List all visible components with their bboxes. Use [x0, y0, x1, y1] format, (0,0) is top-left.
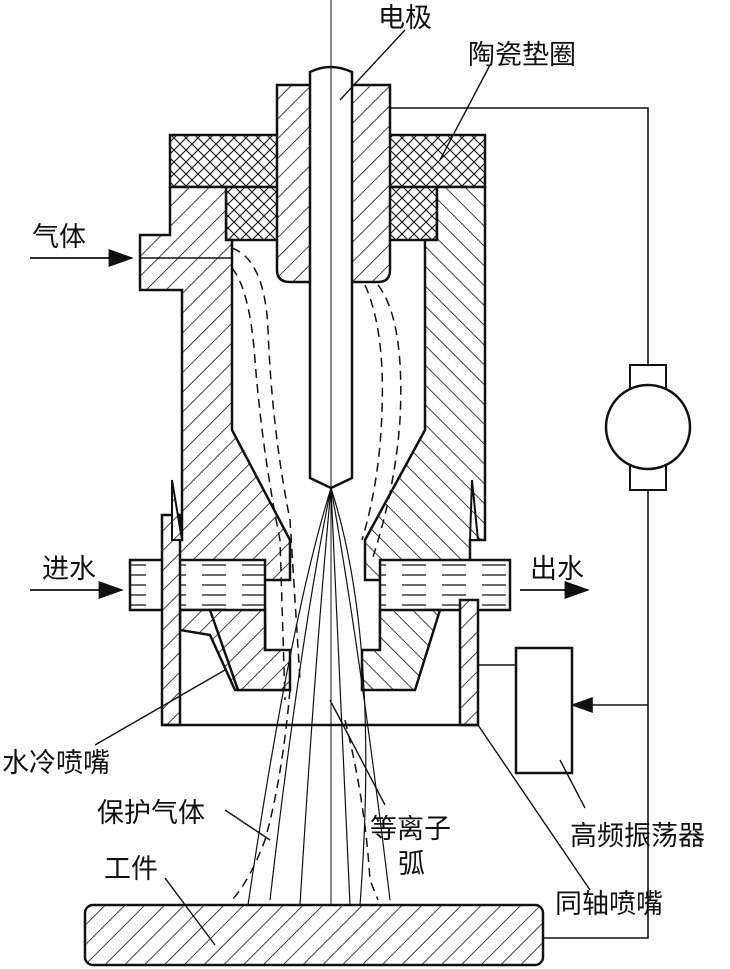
water-cooled-nozzle-shape [178, 608, 442, 692]
label-shield-gas: 保护气体 [97, 798, 205, 829]
label-electrode: 电极 [378, 3, 432, 34]
torch-body-right [363, 185, 487, 582]
label-water-cooled-nozzle: 水冷喷嘴 [2, 748, 110, 779]
plasma-arc-lines [247, 487, 391, 906]
flow-arrows [30, 249, 590, 599]
gas-flow-lines [231, 247, 402, 901]
hf-oscillator-box [514, 646, 574, 775]
electrode-shape [308, 0, 354, 910]
leader-lines [94, 29, 591, 946]
label-plasma-arc-1: 等离子 [370, 814, 451, 845]
label-gas: 气体 [32, 222, 86, 253]
label-workpiece: 工件 [104, 854, 158, 885]
power-source-icon [604, 364, 692, 491]
label-plasma-arc-2: 弧 [398, 849, 425, 880]
label-hf-oscillator: 高频振荡器 [570, 821, 705, 852]
label-water-out: 出水 [530, 554, 584, 585]
circuit-wiring [390, 107, 649, 939]
coaxial-nozzle-shape [160, 479, 480, 727]
workpiece-shape [83, 903, 545, 967]
label-water-in: 进水 [42, 554, 96, 585]
label-ceramic-washer: 陶瓷垫圈 [468, 40, 576, 71]
label-coaxial-nozzle: 同轴喷嘴 [555, 889, 663, 920]
